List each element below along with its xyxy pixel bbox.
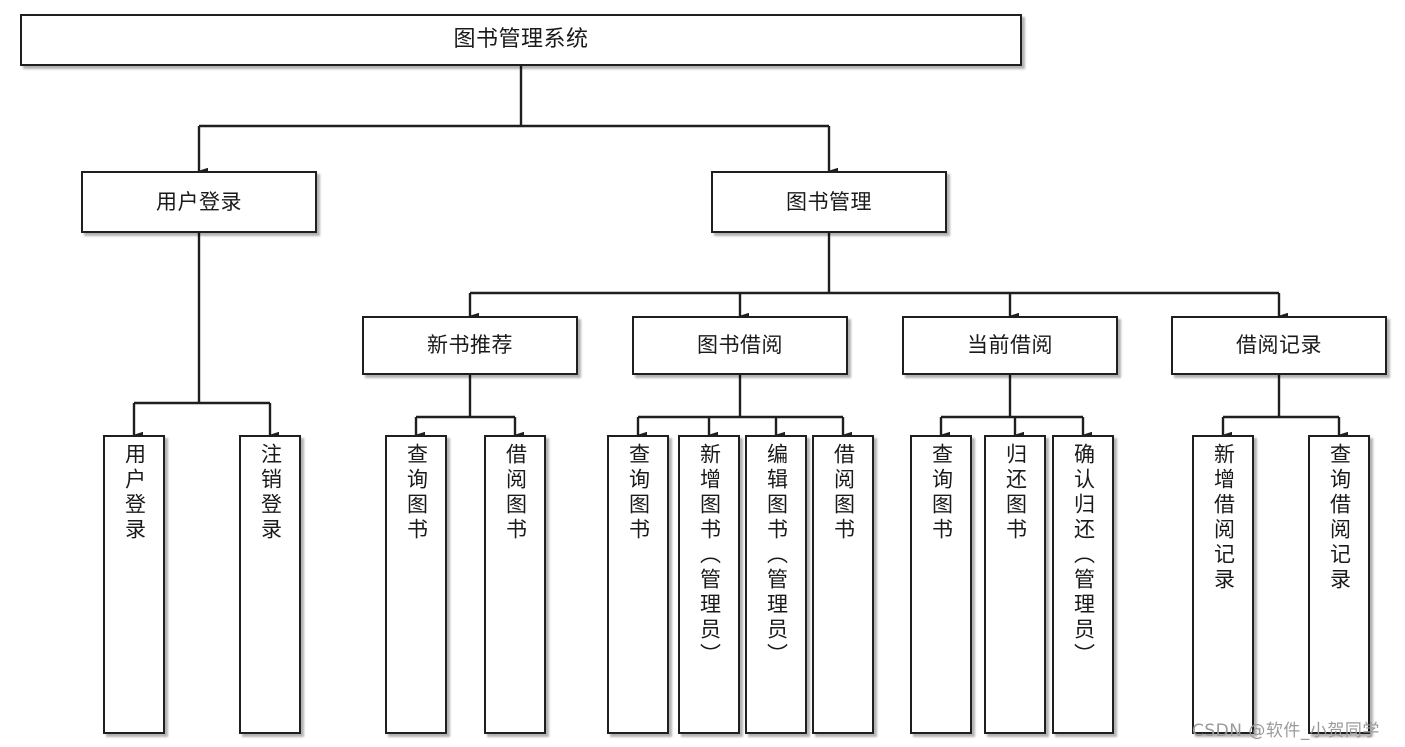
node-label: 借阅记录	[1236, 333, 1322, 358]
node-book-borrow[interactable]: 图书借阅	[632, 316, 848, 375]
node-label: 归还图书	[1003, 443, 1028, 543]
node-leaf-query-book-2[interactable]: 查询图书	[607, 435, 669, 734]
node-leaf-add-book[interactable]: 新增图书（管理员）	[678, 435, 740, 734]
node-new-book-rec[interactable]: 新书推荐	[362, 316, 578, 375]
node-leaf-logout[interactable]: 注销登录	[239, 435, 301, 734]
node-leaf-return-book[interactable]: 归还图书	[984, 435, 1046, 734]
node-label: 借阅图书	[831, 443, 856, 543]
node-label: 当前借阅	[967, 333, 1053, 358]
node-label: 新增图书（管理员）	[697, 443, 722, 668]
node-leaf-query-book-1[interactable]: 查询图书	[385, 435, 447, 734]
node-label: 查询借阅记录	[1327, 443, 1352, 593]
node-root[interactable]: 图书管理系统	[20, 14, 1022, 66]
node-label: 新书推荐	[427, 333, 513, 358]
node-label: 新增借阅记录	[1211, 443, 1236, 593]
node-leaf-borrow-book-2[interactable]: 借阅图书	[812, 435, 874, 734]
node-label: 图书借阅	[697, 333, 783, 358]
node-label: 查询图书	[626, 443, 651, 543]
node-label: 图书管理	[786, 189, 872, 214]
node-label: 用户登录	[122, 443, 147, 543]
node-label: 用户登录	[156, 189, 242, 214]
node-leaf-confirm-return[interactable]: 确认归还（管理员）	[1052, 435, 1114, 734]
node-leaf-add-record[interactable]: 新增借阅记录	[1192, 435, 1254, 734]
node-label: 编辑图书（管理员）	[764, 443, 789, 668]
node-leaf-borrow-book-1[interactable]: 借阅图书	[484, 435, 546, 734]
node-label: 确认归还（管理员）	[1071, 443, 1096, 668]
connector-group	[132, 66, 1348, 439]
node-leaf-user-login[interactable]: 用户登录	[103, 435, 165, 734]
node-label: 注销登录	[258, 443, 283, 543]
node-leaf-query-book-3[interactable]: 查询图书	[910, 435, 972, 734]
node-label: 查询图书	[929, 443, 954, 543]
node-leaf-query-record[interactable]: 查询借阅记录	[1308, 435, 1370, 734]
node-leaf-edit-book[interactable]: 编辑图书（管理员）	[745, 435, 807, 734]
node-label: 图书管理系统	[453, 27, 589, 53]
node-borrow-record[interactable]: 借阅记录	[1171, 316, 1387, 375]
node-label: 借阅图书	[503, 443, 528, 543]
node-current-borrow[interactable]: 当前借阅	[902, 316, 1118, 375]
node-book-manage[interactable]: 图书管理	[711, 171, 947, 233]
node-user-login[interactable]: 用户登录	[81, 171, 317, 233]
node-label: 查询图书	[404, 443, 429, 543]
